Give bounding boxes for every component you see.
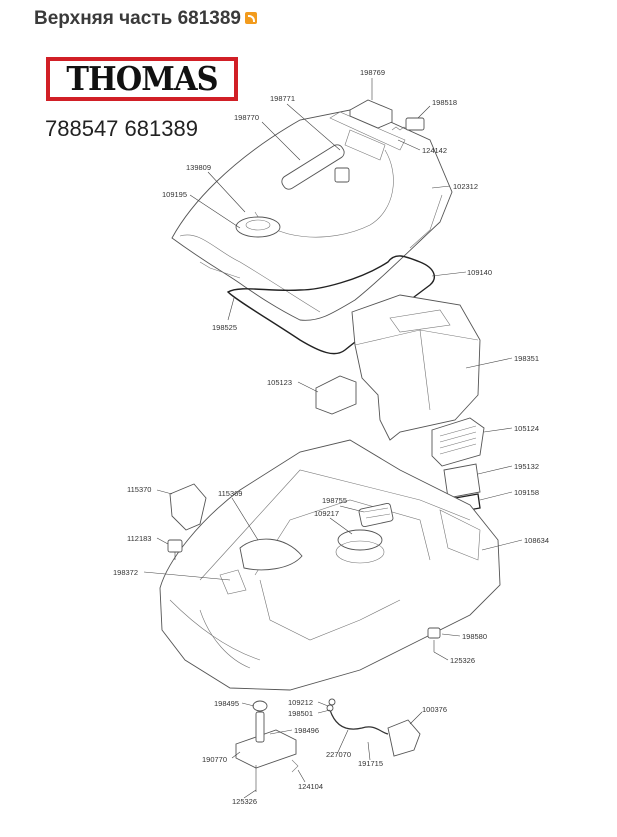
bracket-drawing — [235, 700, 299, 792]
part-label: 198501 — [288, 709, 313, 718]
part-label: 105123 — [267, 378, 292, 387]
brand-logo: THOMAS — [46, 57, 238, 101]
part-label: 109158 — [514, 488, 539, 497]
part-label: 198351 — [514, 354, 539, 363]
part-label: 125326 — [450, 656, 475, 665]
part-label: 108634 — [524, 536, 549, 545]
part-label: 115370 — [127, 485, 151, 494]
rss-icon[interactable] — [244, 11, 257, 24]
gasket-drawing — [226, 255, 436, 355]
part-label: 198769 — [360, 68, 385, 77]
part-label: 198771 — [270, 94, 295, 103]
part-label: 100376 — [422, 705, 447, 714]
part-label: 198525 — [212, 323, 237, 332]
pump-drawing — [326, 698, 421, 757]
part-label: 102312 — [453, 182, 478, 191]
leader-lines — [143, 78, 523, 799]
part-label: 198495 — [214, 699, 239, 708]
latch-drawing — [391, 117, 425, 131]
part-labels: 198769 198771 198518 198770 124142 13980… — [113, 68, 549, 806]
frame-drawing — [443, 463, 481, 499]
model-numbers: 788547 681389 — [45, 116, 198, 141]
part-label: 139809 — [186, 163, 211, 172]
side-cover-drawing — [169, 483, 207, 531]
part-label: 190770 — [202, 755, 227, 764]
logo-text: THOMAS — [66, 59, 218, 98]
page-title: Верхняя часть 681389 — [34, 8, 257, 30]
part-label: 191715 — [358, 759, 383, 768]
lower-body-drawing — [159, 439, 501, 691]
grille-drawing — [431, 417, 485, 467]
part-label: 227070 — [326, 750, 351, 759]
part-label: 105124 — [514, 424, 539, 433]
part-label: 198755 — [322, 496, 347, 505]
plug-drawing — [427, 627, 441, 652]
top-cover-drawing — [171, 107, 453, 321]
part-label: 125326 — [232, 797, 257, 806]
handle-cap-drawing — [349, 99, 393, 129]
part-label: 109212 — [288, 698, 313, 707]
part-label: 115369 — [218, 489, 242, 498]
part-label: 109195 — [162, 190, 187, 199]
part-label: 198580 — [462, 632, 487, 641]
filter-housing-drawing — [351, 294, 481, 441]
part-label: 198518 — [432, 98, 457, 107]
part-label: 124104 — [298, 782, 323, 791]
switch-drawing — [167, 539, 183, 560]
part-label: 195132 — [514, 462, 539, 471]
part-label: 109217 — [314, 509, 339, 518]
part-label: 124142 — [422, 146, 447, 155]
part-label: 109140 — [467, 268, 492, 277]
part-label: 112183 — [127, 534, 151, 543]
filter-block-drawing — [315, 375, 357, 415]
part-label: 198496 — [294, 726, 319, 735]
part-label: 198770 — [234, 113, 259, 122]
page-title-text: Верхняя часть 681389 — [34, 8, 241, 29]
part-label: 198372 — [113, 568, 138, 577]
